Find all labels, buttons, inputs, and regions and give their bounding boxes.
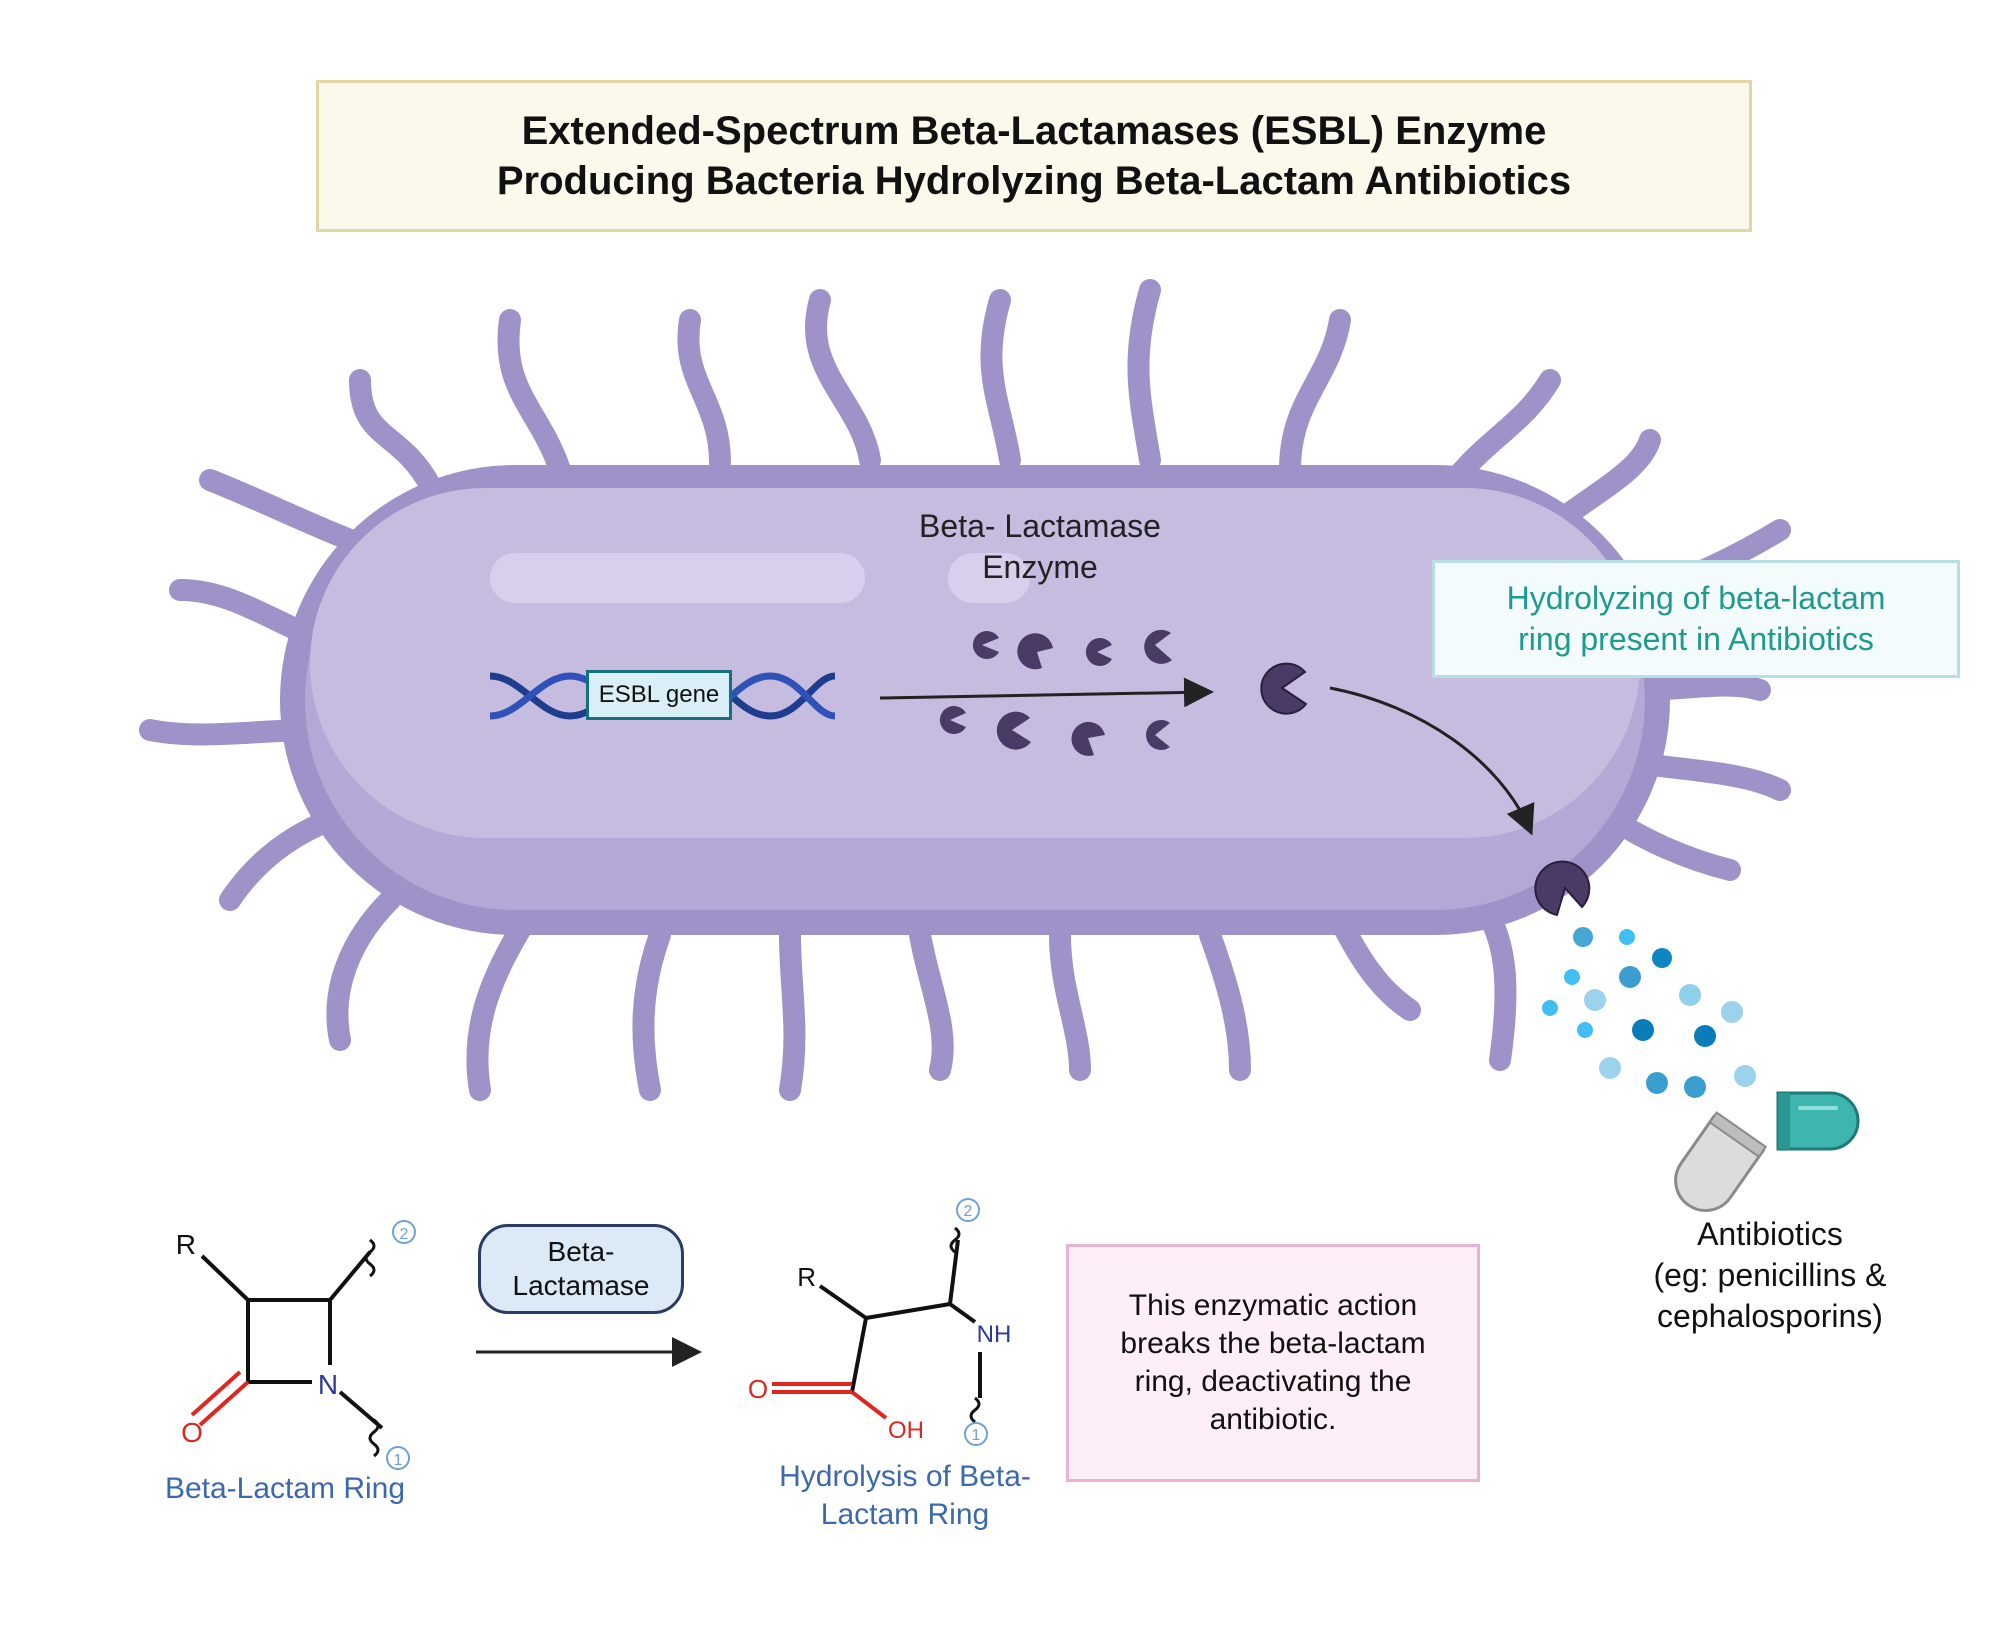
antibiotics-label-line-3: cephalosporins)	[1657, 1298, 1883, 1334]
title-box: Extended-Spectrum Beta-Lactamases (ESBL)…	[316, 80, 1752, 232]
product-o: O	[748, 1374, 768, 1404]
product-caption-line-1: Hydrolysis of Beta-	[779, 1460, 1031, 1493]
enzyme-pacman-icon	[972, 631, 999, 660]
enzyme-pacman-icon	[1017, 633, 1053, 670]
title-line-2: Producing Bacteria Hydrolyzing Beta-Lact…	[496, 159, 1572, 203]
product-site-2: 2	[964, 1203, 973, 1220]
enzyme-pacman-icon	[1146, 719, 1170, 751]
explanation-line-2: breaks the beta-lactam	[1120, 1327, 1426, 1360]
enzyme-label-line-1: Beta- Lactamase	[919, 508, 1161, 544]
antibiotics-label-line-2: (eg: penicillins &	[1653, 1257, 1887, 1293]
beta-lactamase-pill: Beta- Lactamase	[478, 1224, 684, 1314]
hydrolyzing-note-line-1: Hydrolyzing of beta-lactam	[1506, 580, 1886, 616]
explanation-line-4: antibiotic.	[1209, 1403, 1337, 1436]
pill-line-2: Lactamase	[512, 1270, 650, 1301]
expression-arrow	[879, 677, 1214, 708]
pill-line-1: Beta-	[547, 1236, 615, 1267]
hydrolyzing-note-line-2: ring present in Antibiotics	[1518, 621, 1874, 657]
capsule-icon	[1674, 1091, 1860, 1212]
hydrolyzed-structure	[772, 1198, 988, 1446]
substrate-site-1: 1	[394, 1452, 403, 1469]
substrate-site-2: 2	[400, 1226, 409, 1243]
beta-lactam-structure	[190, 1220, 416, 1470]
explanation-box: This enzymatic action breaks the beta-la…	[1066, 1244, 1480, 1482]
substrate-n: N	[318, 1369, 338, 1400]
product-nh: NH	[977, 1321, 1012, 1348]
bacterium-icon	[280, 465, 1670, 935]
product-r: R	[797, 1262, 816, 1292]
explanation-line-1: This enzymatic action	[1128, 1289, 1418, 1322]
hydrolyzing-note: Hydrolyzing of beta-lactam ring present …	[1432, 560, 1960, 678]
enzyme-pacman-icon	[996, 711, 1031, 750]
enzyme-pacman-icon	[1085, 638, 1112, 666]
explanation-line-3: ring, deactivating the	[1134, 1365, 1412, 1398]
product-oh: OH	[888, 1417, 924, 1444]
enzyme-label-line-2: Enzyme	[982, 549, 1098, 585]
substrate-r: R	[176, 1229, 196, 1260]
substrate-o: O	[181, 1417, 203, 1448]
product-caption-line-2: Lactam Ring	[820, 1498, 990, 1531]
enzyme-label: Beta- Lactamase Enzyme	[860, 506, 1220, 588]
esbl-gene-label: ESBL gene	[586, 670, 732, 720]
enzyme-pacman-icon	[1534, 860, 1591, 917]
title-line-1: Extended-Spectrum Beta-Lactamases (ESBL)…	[521, 109, 1547, 153]
product-caption: Hydrolysis of Beta- Lactam Ring	[740, 1458, 1070, 1534]
hydrolysis-arrow	[1329, 686, 1535, 836]
enzyme-pacman-icon	[1260, 662, 1308, 715]
antibiotics-label-line-1: Antibiotics	[1697, 1216, 1843, 1252]
substrate-caption: Beta-Lactam Ring	[164, 1472, 406, 1505]
enzyme-cluster	[939, 629, 1172, 756]
antibiotic-granule-icon	[1542, 927, 1756, 1098]
enzyme-pacman-icon	[1071, 721, 1105, 756]
enzyme-pacman-icon	[939, 706, 966, 734]
antibiotics-label: Antibiotics (eg: penicillins & cephalosp…	[1584, 1214, 1956, 1337]
product-site-1: 1	[972, 1427, 981, 1444]
enzyme-pacman-icon	[1144, 629, 1172, 664]
